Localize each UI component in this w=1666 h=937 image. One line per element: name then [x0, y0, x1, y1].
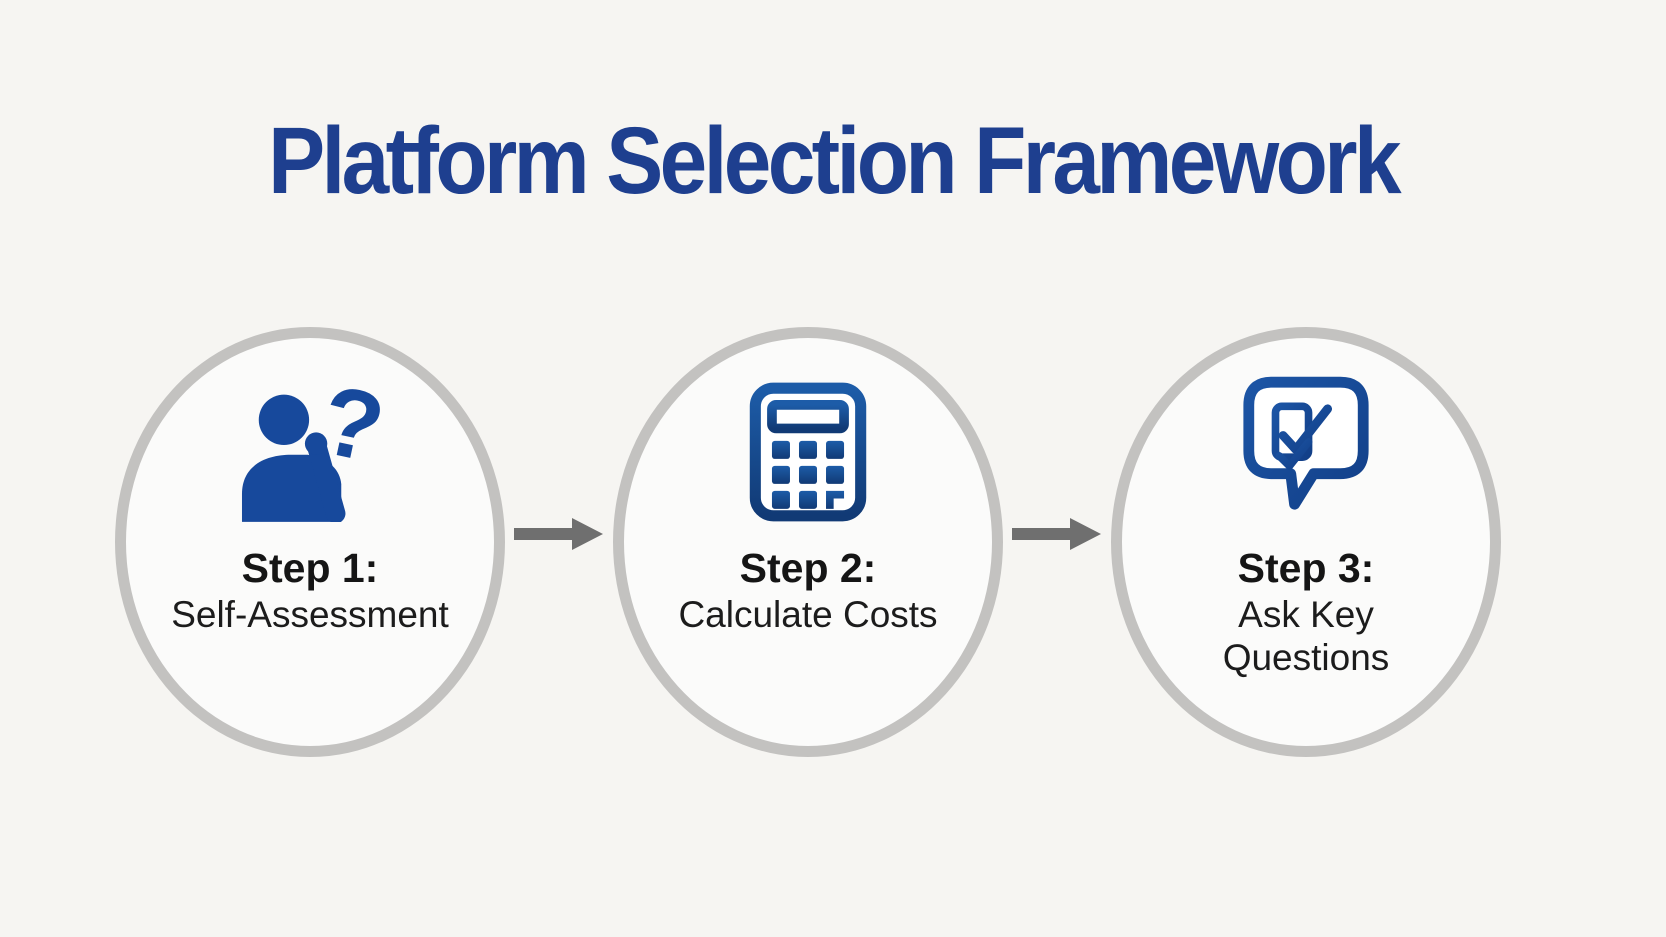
- step-3-circle: Step 3: Ask Key Questions: [1111, 326, 1501, 757]
- arrow-right-icon: [1012, 517, 1102, 551]
- process-flow: ? Step 1: Self-Assessment: [0, 326, 1641, 757]
- thinking-person-icon: ?: [228, 372, 393, 522]
- step-2-description: Calculate Costs: [678, 593, 938, 635]
- step-1-circle: ? Step 1: Self-Assessment: [115, 326, 505, 757]
- svg-text:?: ?: [311, 382, 392, 484]
- step-1-description: Self-Assessment: [171, 593, 449, 635]
- arrow-right-icon: [514, 517, 604, 551]
- step-1-label: Step 1:: [241, 544, 379, 591]
- step-3-description: Ask Key Questions: [1222, 593, 1390, 678]
- checklist-speech-bubble-icon: [1236, 372, 1376, 522]
- step-2-circle: Step 2: Calculate Costs: [613, 326, 1003, 757]
- page-title: Platform Selection Framework: [268, 108, 1401, 214]
- calculator-icon: [747, 372, 869, 522]
- step-2-label: Step 2:: [739, 544, 877, 591]
- step-3-label: Step 3:: [1237, 544, 1375, 591]
